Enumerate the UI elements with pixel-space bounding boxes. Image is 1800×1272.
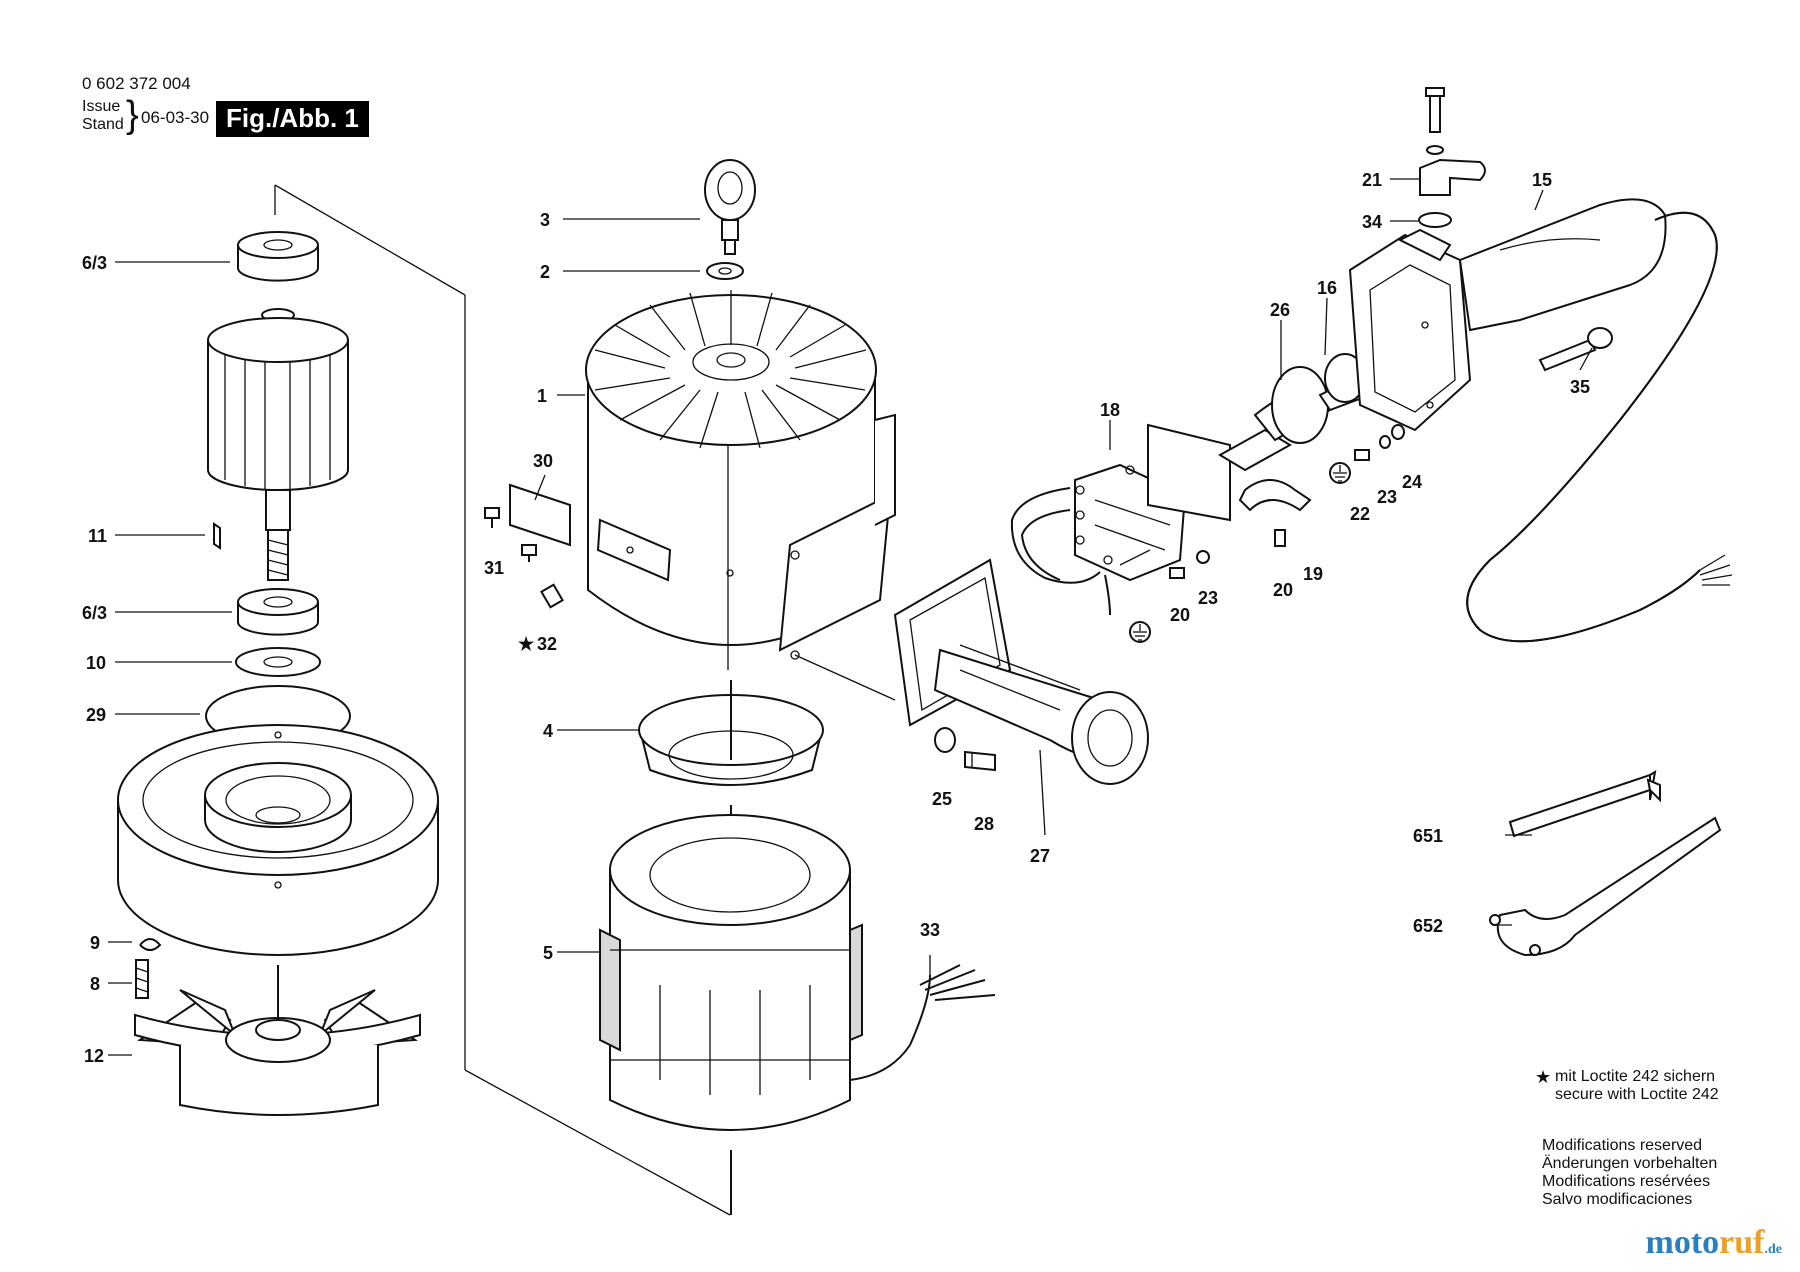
- loctite-note-en: secure with Loctite 242: [1555, 1086, 1719, 1103]
- callout-4: 4: [543, 721, 553, 741]
- callout-11: 11: [88, 526, 107, 546]
- hex-key: [1508, 773, 1651, 838]
- tools-group: [1489, 770, 1722, 957]
- callout-1: 1: [537, 386, 547, 406]
- callout-28: 28: [974, 814, 994, 834]
- bearing-flange: [117, 724, 439, 956]
- bolt-35: [1538, 327, 1613, 372]
- callout-9: 9: [90, 933, 100, 953]
- seal-ring: [638, 680, 824, 786]
- callout-33: 33: [920, 920, 940, 940]
- callout-star: ★: [518, 634, 535, 654]
- callout-19: 19: [1303, 564, 1323, 584]
- callout-20-a: 20: [1170, 605, 1190, 625]
- brace-symbol: }: [126, 94, 139, 136]
- callout-12: 12: [84, 1046, 104, 1066]
- callout-651: 651: [1413, 826, 1443, 846]
- pin-wrench: [1489, 816, 1722, 957]
- callout-35: 35: [1570, 377, 1590, 397]
- leader-lines: [108, 178, 1593, 1056]
- earth-symbol-2: [1329, 462, 1351, 484]
- callout-18: 18: [1100, 400, 1120, 420]
- screw: [135, 959, 149, 999]
- eye-bolt: [704, 159, 756, 255]
- callout-26: 26: [1270, 300, 1290, 320]
- bearing-top: [237, 231, 319, 282]
- main-handle: [1348, 198, 1667, 432]
- callout-27: 27: [1030, 846, 1050, 866]
- stator: [599, 805, 863, 1215]
- fan: [134, 965, 421, 1116]
- stand-label: Stand: [82, 116, 124, 133]
- callout-labels: 3 2 1 30 31 ★ 32 4 5 33 6/3 11 6/3 10 29…: [82, 170, 1590, 1066]
- mods-line-fr: Modifications resérvées: [1542, 1173, 1711, 1190]
- figure-badge: Fig./Abb. 1: [216, 101, 369, 137]
- callout-5: 5: [543, 943, 553, 963]
- switch-handle-group: [1010, 87, 1733, 643]
- callout-24: 24: [1402, 472, 1422, 492]
- callout-29: 29: [86, 705, 106, 725]
- aux-handle-group: [794, 558, 1149, 785]
- grub-screw: [540, 583, 564, 609]
- mods-line-es: Salvo modificaciones: [1542, 1191, 1693, 1208]
- callout-10: 10: [86, 653, 106, 673]
- callout-15: 15: [1532, 170, 1552, 190]
- motor-housing-group: [484, 159, 996, 1215]
- callout-6-3-bottom: 6/3: [82, 603, 107, 623]
- earth-symbol-1: [1129, 621, 1151, 643]
- callout-21: 21: [1362, 170, 1382, 190]
- bearing-bottom: [237, 588, 319, 636]
- modifications-note: Modifications reserved Änderungen vorbeh…: [1542, 1137, 1717, 1209]
- armature: [207, 308, 349, 581]
- callout-3: 3: [540, 210, 550, 230]
- callout-20-b: 20: [1273, 580, 1293, 600]
- callout-652: 652: [1413, 916, 1443, 936]
- callout-31: 31: [484, 558, 504, 578]
- key: [213, 522, 221, 550]
- callout-23-b: 23: [1198, 588, 1218, 608]
- washer-2: [706, 262, 744, 280]
- loctite-note: ★ mit Loctite 242 sichern secure with Lo…: [1535, 1068, 1719, 1104]
- star-icon: ★: [1535, 1067, 1552, 1087]
- callout-8: 8: [90, 974, 100, 994]
- callout-22: 22: [1350, 504, 1370, 524]
- watermark-logo: motoruf.de: [1645, 1224, 1782, 1261]
- screws-31: [484, 507, 537, 562]
- callout-2: 2: [540, 262, 550, 282]
- callout-6-3-top: 6/3: [82, 253, 107, 273]
- lever-nut: [1418, 87, 1486, 228]
- switch: [1010, 423, 1231, 616]
- issue-date: 06-03-30: [141, 108, 210, 127]
- callout-32: 32: [537, 634, 557, 654]
- document-number: 0 602 372 004: [82, 74, 191, 93]
- plate: [509, 483, 571, 547]
- stator-wires: [849, 955, 996, 1081]
- motor-housing: [585, 290, 896, 670]
- callout-34: 34: [1362, 212, 1382, 232]
- washer: [235, 647, 321, 677]
- callout-30: 30: [533, 451, 553, 471]
- callout-25: 25: [932, 789, 952, 809]
- armature-group: [117, 184, 731, 1216]
- power-cord: [1466, 211, 1733, 643]
- mods-line-en: Modifications reserved: [1542, 1137, 1703, 1154]
- issue-label: Issue: [82, 98, 121, 115]
- cable-sleeve: [1218, 366, 1372, 472]
- loctite-note-de: mit Loctite 242 sichern: [1555, 1068, 1716, 1085]
- callout-23-a: 23: [1377, 487, 1397, 507]
- mods-line-de: Änderungen vorbehalten: [1542, 1155, 1718, 1172]
- callout-16: 16: [1317, 278, 1337, 298]
- clip: [139, 938, 162, 951]
